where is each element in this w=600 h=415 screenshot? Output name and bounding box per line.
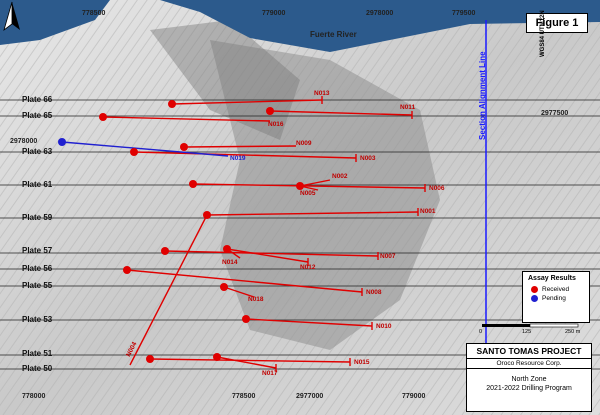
hole-label-n017: N017 <box>262 370 278 377</box>
north-arrow-icon <box>3 1 20 32</box>
zone-title: North Zone <box>511 376 547 383</box>
received-dot-icon <box>531 286 538 293</box>
pending-dot-icon <box>531 295 538 302</box>
hole-label-n010: N010 <box>376 323 392 330</box>
title-block: SANTO TOMAS PROJECT Oroco Resource Corp.… <box>466 343 592 412</box>
grid-label-bottom-4: 779000 <box>402 393 426 400</box>
grid-label-bottom-3: 2977000 <box>296 393 324 400</box>
crs-label: WGS84 UTM12N <box>540 10 546 57</box>
drill-trace-n019 <box>61 141 229 157</box>
legend-title: Assay Results <box>528 275 576 282</box>
river-west-branch <box>0 0 110 45</box>
legend-label-pending: Pending <box>542 295 566 302</box>
scale-label-125: 125 <box>522 329 532 335</box>
section-line-label: Section Alignment Line <box>478 51 487 140</box>
plate-label-65: Plate 65 <box>22 111 53 120</box>
plate-label-50: Plate 50 <box>22 364 53 373</box>
hole-label-n009: N009 <box>296 140 312 147</box>
drill-collars <box>99 100 304 363</box>
fuerte-river <box>160 0 600 52</box>
hole-label-n002: N002 <box>332 173 348 180</box>
plate-label-59: Plate 59 <box>22 213 53 222</box>
plate-label-53: Plate 53 <box>22 315 53 324</box>
hole-label-n016: N016 <box>268 121 284 128</box>
hole-label-n013: N013 <box>314 90 330 97</box>
grid-label-top-3: 2978000 <box>366 10 394 17</box>
project-title: SANTO TOMAS PROJECT <box>467 344 591 359</box>
grid-label-top-1: 778500 <box>82 10 106 17</box>
plate-label-57: Plate 57 <box>22 246 53 255</box>
legend: Assay Results Received Pending <box>522 271 590 323</box>
hole-label-n007: N007 <box>380 253 396 260</box>
figure-label: Figure 1 <box>526 13 588 33</box>
plate-label-63: Plate 63 <box>22 147 53 156</box>
legend-label-received: Received <box>542 286 570 293</box>
hole-label-n012: N012 <box>300 264 316 271</box>
scale-label-0: 0 <box>479 329 483 335</box>
hole-label-n018: N018 <box>248 296 264 303</box>
legend-item-received: Received <box>531 286 589 293</box>
grid-label-top-4: 779500 <box>452 10 476 17</box>
hole-label-n003: N003 <box>360 155 376 162</box>
hole-label-n015: N015 <box>354 359 370 366</box>
hole-label-n008: N008 <box>366 289 382 296</box>
collar-n019 <box>58 138 66 146</box>
plate-label-56: Plate 56 <box>22 264 53 273</box>
hole-label-n019: N019 <box>230 155 246 162</box>
hole-label-n006: N006 <box>429 185 445 192</box>
northern-ridge-shade <box>150 20 300 140</box>
legend-item-pending: Pending <box>531 295 589 302</box>
drill-traces <box>102 99 426 369</box>
program-title: 2021-2022 Drilling Program <box>486 385 572 392</box>
plate-label-66: Plate 66 <box>22 95 53 104</box>
hole-label-n001: N001 <box>420 208 436 215</box>
grid-label-bottom-2: 778500 <box>232 393 256 400</box>
company-name: Oroco Resource Corp. <box>467 359 591 369</box>
plate-label-55: Plate 55 <box>22 281 53 290</box>
grid-label-bottom-1: 778000 <box>22 393 46 400</box>
central-ridge-shade <box>210 40 440 350</box>
hole-label-n005: N005 <box>300 190 316 197</box>
plate-label-61: Plate 61 <box>22 180 53 189</box>
hole-label-n014: N014 <box>222 259 238 266</box>
grid-label-left-1: 2978000 <box>10 138 38 145</box>
scale-bar <box>482 323 579 328</box>
scale-label-250: 250 m <box>565 329 581 335</box>
grid-label-top-2: 779000 <box>262 10 286 17</box>
drill-end-ticks <box>275 96 426 372</box>
plate-label-51: Plate 51 <box>22 349 53 358</box>
hole-label-n011: N011 <box>400 104 416 111</box>
river-label: Fuerte River <box>310 30 357 39</box>
grid-label-right-1: 2977500 <box>541 110 569 117</box>
